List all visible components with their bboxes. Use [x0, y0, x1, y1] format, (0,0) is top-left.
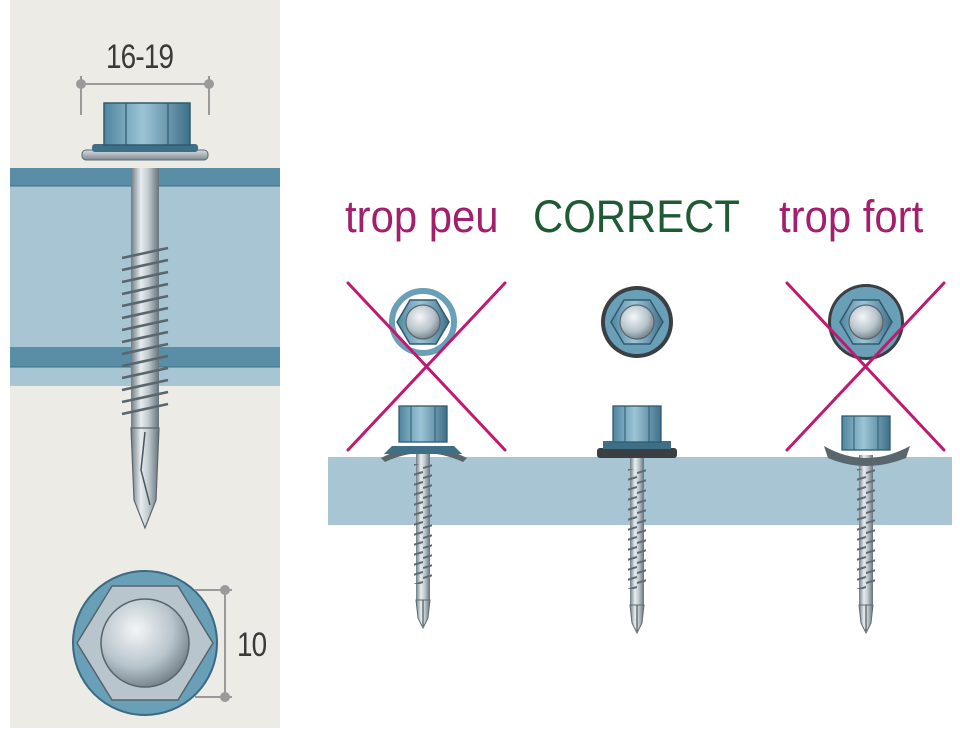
head-width-label: 16-19 [106, 38, 174, 76]
verdict-too-much: trop fort [779, 191, 924, 242]
verdict-correct: CORRECT [533, 191, 740, 242]
cross-mark-icon [785, 281, 946, 452]
screw-correct [597, 286, 677, 634]
head-height-dimension [195, 585, 232, 702]
head-height-label: 10 [237, 626, 267, 664]
head-width-dimension [76, 76, 214, 115]
cross-mark-icon [346, 281, 507, 452]
screw-too-much [824, 284, 910, 634]
technical-detail-panel [10, 0, 280, 728]
self-drilling-screw-icon [81, 102, 209, 530]
verdict-too-little: trop peu [345, 191, 499, 242]
screw-too-little [381, 288, 467, 629]
head-top-view-icon [72, 570, 218, 716]
tightening-comparison [328, 281, 952, 634]
